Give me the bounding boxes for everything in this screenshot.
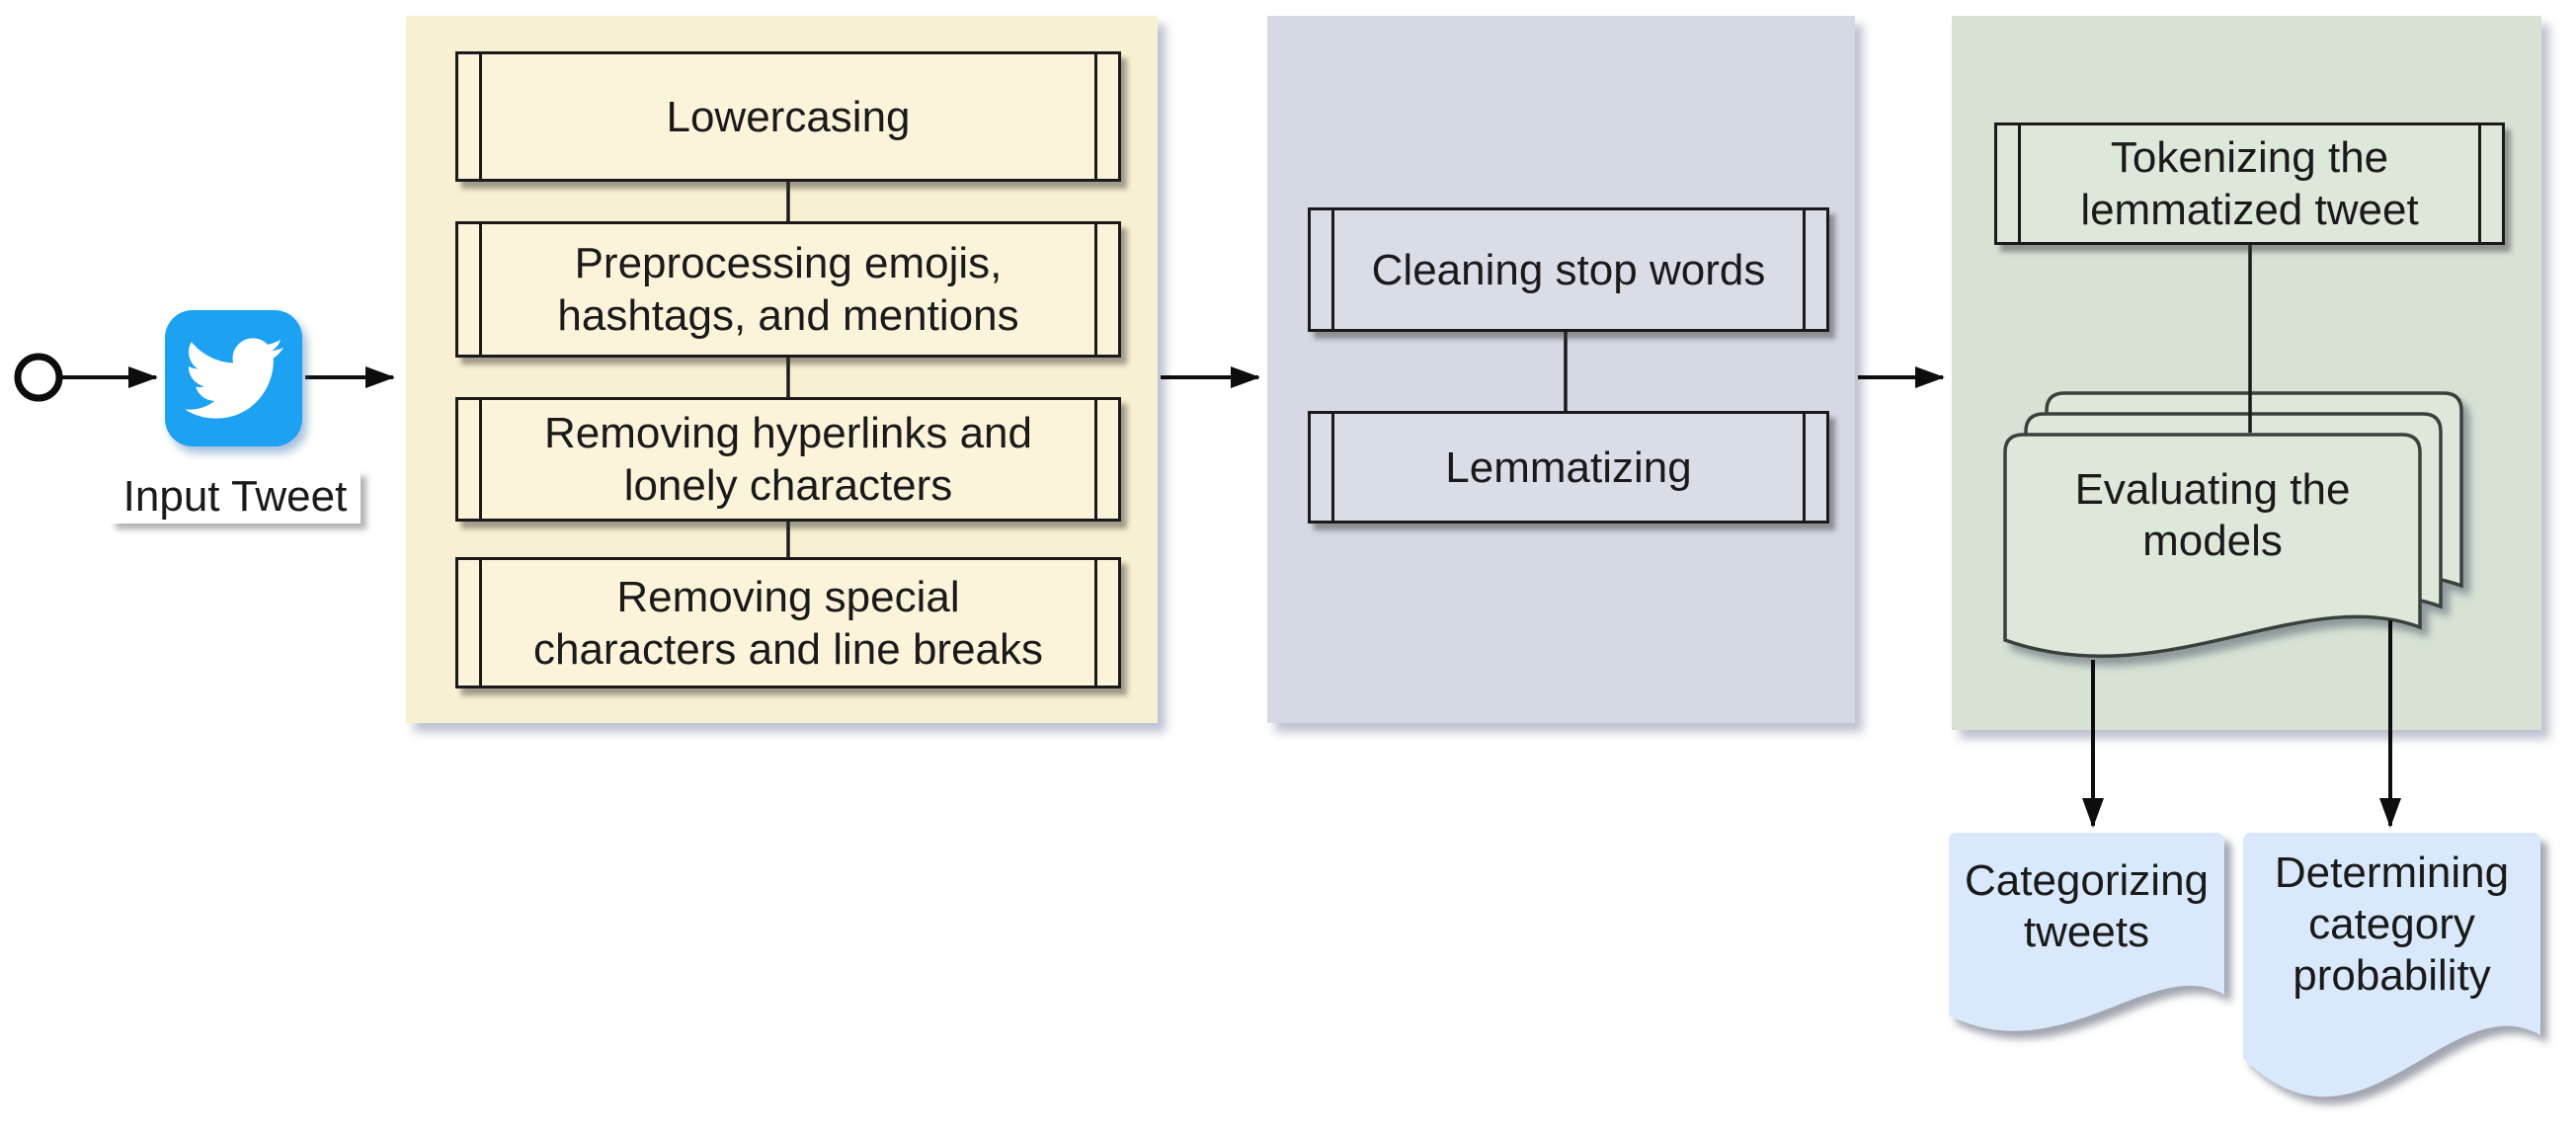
step-lemmatizing: Lemmatizing bbox=[1308, 411, 1829, 524]
doc-label-line: category bbox=[2308, 900, 2475, 948]
step-cleaning-stop-words: Cleaning stop words bbox=[1308, 207, 1829, 332]
step-removing-special-characters: Removing special characters and line bre… bbox=[455, 557, 1121, 688]
doc-label-line: models bbox=[2142, 517, 2283, 565]
step-label-line: Lowercasing bbox=[666, 92, 911, 141]
step-label-line: lemmatized tweet bbox=[2080, 186, 2419, 234]
step-label-line: Removing special bbox=[616, 572, 960, 621]
output-doc-probability bbox=[2243, 833, 2540, 1097]
step-lowercasing: Lowercasing bbox=[455, 51, 1121, 182]
doc-label-line: probability bbox=[2293, 951, 2491, 1000]
step-label-line: Preprocessing emojis, bbox=[574, 239, 1003, 287]
twitter-app-node bbox=[165, 310, 302, 446]
twitter-bird-icon bbox=[184, 338, 283, 419]
doc-label-line: Categorizing bbox=[1964, 856, 2210, 905]
step-preprocessing-emojis: Preprocessing emojis, hashtags, and ment… bbox=[455, 221, 1121, 358]
step-label-line: Lemmatizing bbox=[1445, 443, 1692, 492]
doc-label-line: tweets bbox=[2023, 908, 2150, 956]
step-tokenizing: Tokenizing the lemmatized tweet bbox=[1994, 122, 2505, 245]
step-label-line: hashtags, and mentions bbox=[557, 291, 1019, 340]
stage-normalize-container bbox=[1267, 16, 1855, 723]
start-circle-node bbox=[14, 353, 63, 402]
determining-probability-label: Determining category probability bbox=[2243, 848, 2540, 1002]
categorizing-tweets-label: Categorizing tweets bbox=[1949, 855, 2224, 958]
step-label-line: lonely characters bbox=[623, 461, 953, 510]
step-label-line: Tokenizing the bbox=[2110, 133, 2389, 182]
doc-label-line: Determining bbox=[2274, 849, 2510, 897]
step-label-line: Cleaning stop words bbox=[1371, 245, 1766, 294]
doc-label-line: Evaluating the bbox=[2074, 465, 2351, 514]
evaluate-models-multidocument-node bbox=[2003, 391, 2463, 658]
output-doc-categorizing bbox=[1949, 833, 2224, 1031]
evaluating-models-label: Evaluating the models bbox=[2005, 464, 2420, 567]
step-label-line: characters and line breaks bbox=[532, 624, 1044, 674]
step-removing-hyperlinks: Removing hyperlinks and lonely character… bbox=[455, 397, 1121, 522]
document-sheet-front bbox=[2003, 433, 2422, 658]
step-label-line: Removing hyperlinks and bbox=[543, 409, 1033, 457]
input-tweet-label: Input Tweet bbox=[110, 470, 361, 524]
